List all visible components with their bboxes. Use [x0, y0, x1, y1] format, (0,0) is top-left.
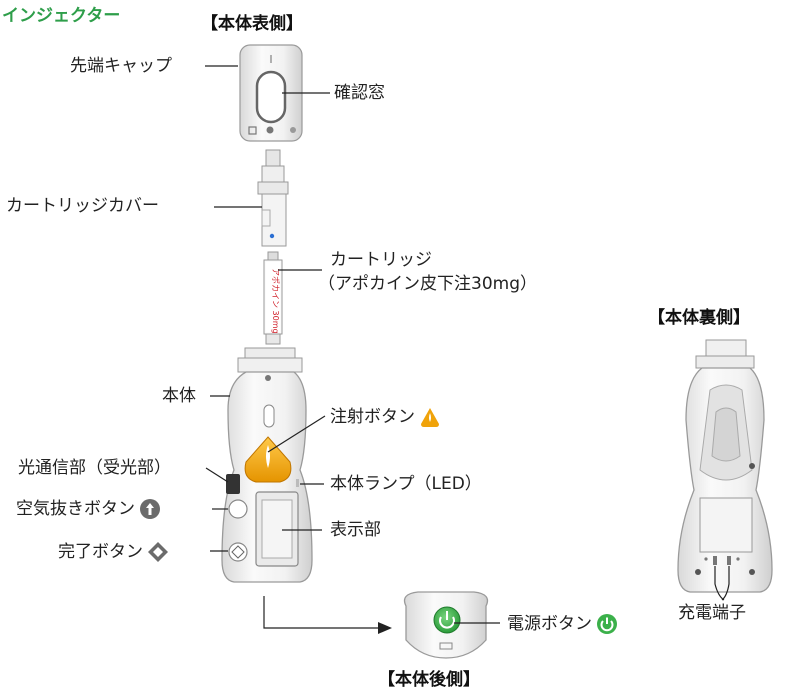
- window-icon: [255, 70, 287, 124]
- inject-triangle-icon: [421, 408, 439, 427]
- page-title: インジェクター: [2, 6, 121, 26]
- label-window: 確認窓: [334, 83, 385, 103]
- tip-cap: [239, 44, 303, 142]
- label-cartridge: カートリッジ: [330, 250, 432, 270]
- body-back: [677, 339, 773, 593]
- section-back: 【本体裏側】: [648, 308, 750, 328]
- charge-pin: [713, 556, 717, 565]
- label-body: 本体: [162, 386, 196, 406]
- label-complete-text: 完了ボタン: [58, 542, 143, 562]
- label-charge-terminal: 充電端子: [678, 603, 746, 623]
- diamond-icon: [148, 542, 168, 562]
- body-front: [221, 347, 313, 583]
- label-power-button: 電源ボタン: [507, 613, 618, 635]
- label-power-text: 電源ボタン: [507, 614, 592, 634]
- air-button[interactable]: [228, 499, 248, 519]
- label-optical: 光通信部（受光部）: [18, 458, 171, 478]
- label-inject-text: 注射ボタン: [330, 407, 415, 427]
- cartridge-print: アポカイン 30mg: [271, 268, 280, 334]
- leader-lines: [205, 65, 730, 629]
- label-cartridge-sub: （アポカイン皮下注30mg）: [318, 274, 537, 294]
- complete-button[interactable]: [228, 542, 248, 562]
- body-rear: [403, 591, 489, 659]
- label-air-button: 空気抜きボタン: [16, 498, 161, 520]
- air-arrow-icon: [140, 499, 160, 519]
- power-icon: [597, 614, 617, 634]
- charge-pin: [727, 556, 731, 565]
- cartridge: アポカイン 30mg: [263, 251, 283, 345]
- label-display: 表示部: [330, 520, 381, 540]
- label-lamp: 本体ランプ（LED）: [330, 474, 482, 494]
- label-cartridge-cover: カートリッジカバー: [6, 196, 159, 216]
- section-front: 【本体表側】: [201, 14, 303, 34]
- optical-window: [226, 474, 240, 494]
- section-rear: 【本体後側】: [378, 670, 480, 690]
- label-tip-cap: 先端キャップ: [70, 56, 172, 76]
- led-lamp: [296, 479, 299, 487]
- label-complete-button: 完了ボタン: [58, 541, 169, 563]
- label-air-text: 空気抜きボタン: [16, 499, 135, 519]
- arrow-head-icon: [378, 622, 392, 634]
- cartridge-cover: [257, 149, 289, 247]
- label-inject-button: 注射ボタン: [330, 406, 441, 428]
